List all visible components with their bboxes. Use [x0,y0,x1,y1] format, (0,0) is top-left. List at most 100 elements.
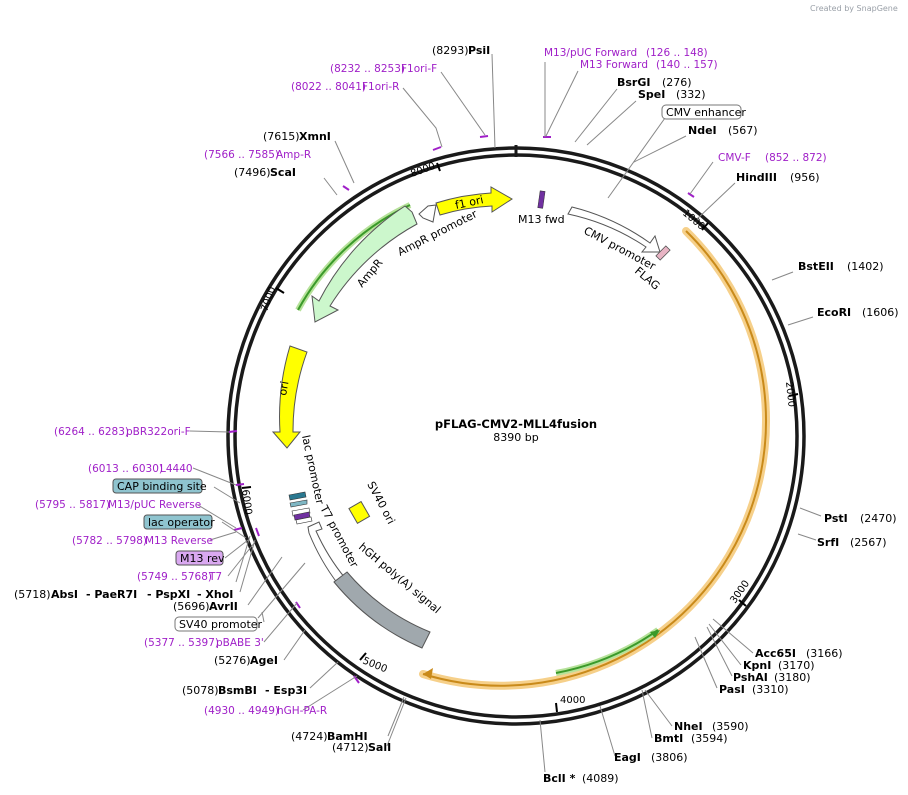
primer-m13-rev-name[interactable]: M13 Reverse [145,535,213,547]
primer-m13-puc-fwd-name[interactable]: M13/pUC Forward [544,47,637,59]
site-paeR7I-name[interactable]: - PaeR7I [86,588,137,601]
orf-green-arc [555,629,659,674]
m13-fwd-label: M13 fwd [518,213,565,226]
site-kpnI-pos: (3170) [778,659,815,672]
site-nheI-name[interactable]: NheI [674,720,703,733]
hgh-polya-feature [333,571,431,649]
site-salI-name[interactable]: SalI [368,741,391,754]
site-ndeI-name[interactable]: NdeI [688,124,717,137]
box-cmv-enhancer-label: CMV enhancer [666,106,746,119]
f1-ori-label: f1 ori [454,193,485,212]
site-eagI-name[interactable]: EagI [614,751,641,764]
primer-f1ori-r-name[interactable]: F1ori-R [362,81,399,93]
site-pspXI-name[interactable]: - PspXI [147,588,190,601]
site-pshAI-pos: (3180) [774,671,811,684]
orf-arrowhead [423,668,433,679]
site-pasI-name[interactable]: PasI [719,683,745,696]
primer-m13-rev-pos: (5782 .. 5798) [72,535,147,547]
primer-m13-puc-rev-name[interactable]: M13/pUC Reverse [108,499,201,511]
site-hindIII-name[interactable]: HindIII [736,171,777,184]
site-bsrGI-pos: (276) [662,76,692,89]
primer-t7-name[interactable]: T7 [208,571,222,583]
primer-cmv-f-name[interactable]: CMV-F [718,152,751,164]
box-cap-binding-site-label: CAP binding site [117,480,207,493]
box-cmv-enhancer[interactable] [661,104,742,120]
leader-lines [189,53,822,773]
site-acc65I-pos: (3166) [806,647,843,660]
primer-pbabe-pos: (5377 .. 5397) [144,637,219,649]
site-hindIII-pos: (956) [790,171,820,184]
site-avrII-name[interactable]: AvrII [209,600,238,613]
primer-marks [228,135,695,684]
site-srfI-name[interactable]: SrfI [817,536,839,549]
primer-t7-pos: (5749 .. 5768) [137,571,212,583]
primer-pbr322-pos: (6264 .. 6283) [54,426,129,438]
site-avrII-pos: (5696) [173,600,210,613]
primer-m13-fwd-pos: (140 .. 157) [656,59,718,71]
site-ecoRI-pos: (1606) [862,306,899,319]
site-bstEII-name[interactable]: BstEII [798,260,834,273]
site-pshAI-name[interactable]: PshAI [733,671,768,684]
site-bsmBI-name[interactable]: BsmBI [218,684,257,697]
site-xhoI-name[interactable]: - XhoI [197,588,233,601]
box-sv40-promoter-label: SV40 promoter [179,618,263,631]
site-bclI-pos: (4089) [582,772,619,785]
site-bsrGI-name[interactable]: BsrGI [617,76,650,89]
site-psiI-name[interactable]: PsiI [468,44,490,57]
site-ageI-name[interactable]: AgeI [250,654,278,667]
site-nheI-pos: (3590) [712,720,749,733]
plasmid-name: pFLAG-CMV2-MLL4fusion [435,417,597,431]
primer-m13-puc-rev-pos: (5795 .. 5817) [35,499,110,511]
primer-m13-fwd-name[interactable]: M13 Forward [580,59,648,71]
primer-f1ori-f-name[interactable]: F1ori-F [401,63,437,75]
box-lac-operator[interactable] [143,514,213,530]
primer-cmv-f-pos: (852 .. 872) [765,152,827,164]
ori-feature [271,345,308,449]
primer-f1ori-f-pos: (8232 .. 8253) [330,63,405,75]
snapgene-credit: Created by SnapGene [810,4,898,13]
site-psiI-pos: (8293) [432,44,469,57]
orf-arc-outline [419,227,770,690]
site-scaI-name[interactable]: ScaI [270,166,296,179]
site-eagI-pos: (3806) [651,751,688,764]
orf-arc [422,230,767,687]
primer-pbabe-name[interactable]: pBABE 3' [216,637,264,649]
primer-hgh-pa-r-pos: (4930 .. 4949) [204,705,279,717]
site-acc65I-name[interactable]: Acc65I [755,647,796,660]
box-m13-rev-label: M13 rev [180,552,225,565]
site-speI-name[interactable]: SpeI [638,88,665,101]
primer-l4440-name[interactable]: L4440 [160,463,193,475]
primer-l4440-pos: (6013 .. 6030) [88,463,163,475]
primer-amp-r-name[interactable]: Amp-R [276,149,311,161]
f1-ori-feature [435,186,513,216]
site-speI-pos: (332) [676,88,706,101]
tick-label-8000: 8000 [409,161,437,180]
lac-region-features [288,491,313,525]
ampr-feature [311,205,418,323]
box-cap-binding-site[interactable] [112,478,203,494]
site-bmtI-name[interactable]: BmtI [654,732,683,745]
site-bclI-name[interactable]: BclI * [543,772,576,785]
flag-feature [655,245,671,261]
sv40-ori-feature [348,500,371,524]
site-bamHI-pos: (4724) [291,730,328,743]
primer-pbr322-name[interactable]: pBR322ori-F [126,426,191,438]
box-lac-operator-label: lac operator [148,516,215,529]
box-sv40-promoter[interactable] [174,616,258,632]
site-absI-name[interactable]: AbsI [51,588,78,601]
site-bamHI-name[interactable]: BamHI [327,730,368,743]
site-srfI-pos: (2567) [850,536,887,549]
primer-hgh-pa-r-name[interactable]: hGH-PA-R [277,705,327,717]
site-ecoRI-name[interactable]: EcoRI [817,306,851,319]
site-esp3I-name[interactable]: - Esp3I [265,684,307,697]
box-m13-rev[interactable] [175,550,224,566]
site-xmnI-pos: (7615) [263,130,300,143]
site-xmnI-name[interactable]: XmnI [299,130,331,143]
site-pstI-name[interactable]: PstI [824,512,848,525]
primer-f1ori-r-pos: (8022 .. 8041) [291,81,366,93]
coordinate-ticks [241,162,799,713]
site-ndeI-pos: (567) [728,124,758,137]
site-pasI-pos: (3310) [752,683,789,696]
site-kpnI-name[interactable]: KpnI [743,659,771,672]
